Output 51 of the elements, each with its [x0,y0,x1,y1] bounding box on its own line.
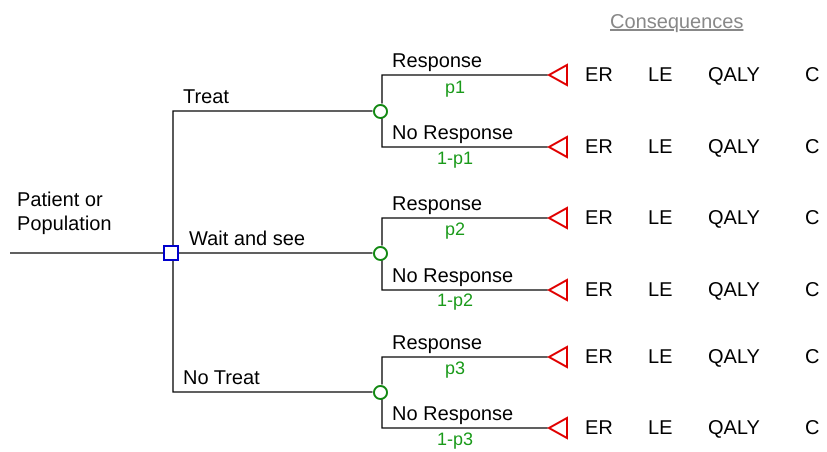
consequence-text: QALY [708,136,760,158]
consequence-text: QALY [708,279,760,301]
branch-line [381,217,548,246]
edge-label: No Response [392,403,514,425]
branch-line [10,252,163,254]
probability-label: 1-p1 [436,148,474,168]
edge-label: Treat [183,86,229,108]
consequence-text: LE [648,346,672,368]
consequence-text: ER [585,136,613,158]
edge-label: No Response [392,265,514,287]
consequence-text: ER [585,64,613,86]
consequence-text: LE [648,136,672,158]
consequence-text: C [805,346,820,368]
consequence-text: QALY [708,64,760,86]
probability-label: p1 [444,77,466,97]
consequence-text: ER [585,207,613,229]
edge-label: No Treat [183,367,260,389]
consequence-text: C [805,136,820,158]
consequence-text: ER [585,279,613,301]
consequence-text: ER [585,417,613,439]
root-label: Patient or Population [17,188,113,236]
consequence-text: C [805,207,820,229]
consequence-text: QALY [708,207,760,229]
consequence-text: C [805,64,820,86]
branch-line [381,74,548,104]
probability-label: 1-p2 [436,290,474,310]
probability-label: p2 [444,219,466,239]
consequence-text: C [805,279,820,301]
column-heading: Consequences [610,11,744,33]
consequence-text: LE [648,417,672,439]
branch-line [381,400,548,429]
edge-label: No Response [392,122,514,144]
consequence-text: LE [648,207,672,229]
edge-label: Response [392,50,482,72]
edge-label: Wait and see [189,228,305,250]
edge-label: Response [392,193,482,215]
consequence-text: LE [648,279,672,301]
consequence-text: C [805,417,820,439]
branch-line [381,118,548,148]
consequence-text: ER [585,346,613,368]
consequence-text: QALY [708,417,760,439]
probability-label: p3 [444,358,466,378]
branch-line [172,261,372,393]
edge-label: Response [392,332,482,354]
probability-label: 1-p3 [436,429,474,449]
branch-line [381,356,548,384]
consequence-text: QALY [708,346,760,368]
branch-line [179,252,372,254]
branch-line [381,260,548,291]
consequence-text: LE [648,64,672,86]
branch-line [172,110,372,245]
